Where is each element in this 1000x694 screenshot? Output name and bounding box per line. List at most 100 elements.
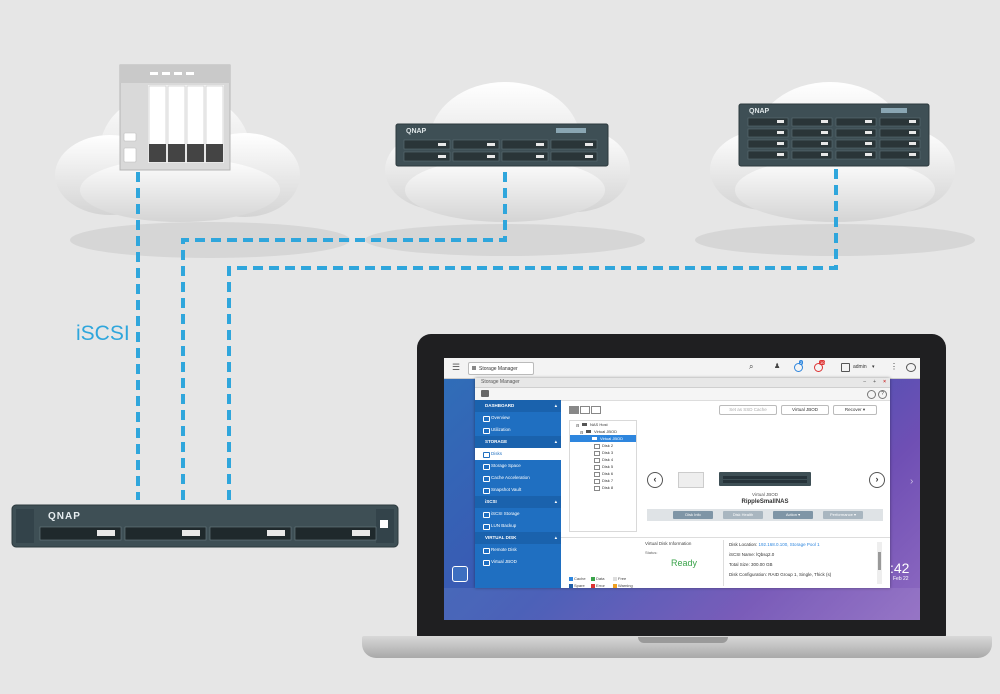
avatar-icon[interactable] [841,363,850,372]
notification-icon[interactable] [814,363,823,372]
lun-backup-icon [483,524,490,530]
iscsi-label: iSCSI [76,322,130,345]
disk-location-link[interactable]: 192.168.0.100, Storage Pool 1 [758,542,820,547]
tree-jbod[interactable]: ⊟Virtual JBOD [580,429,618,435]
tab-storage-manager[interactable]: Storage Manager [468,362,534,375]
help-icon[interactable]: ? [878,390,887,399]
sidebar-item-virtual-jbod[interactable]: Virtual JBOD [475,556,561,568]
tree-disk[interactable]: Disk 8 [570,484,636,491]
laptop-notch [638,637,728,643]
sidebar-section-iscsi[interactable]: iSCSI▴ [475,496,561,508]
tree-root[interactable]: ⊟NAS Host [576,422,608,428]
notification-count-badge: 10 [819,360,826,365]
window-toolbar: ? [475,388,890,401]
tower-nas [119,64,231,171]
tree-selected-jbod[interactable]: Virtual JBOD [570,435,636,442]
chevron-down-icon: ▾ [854,512,857,517]
desktop-date: Feb 22 [893,576,909,582]
sidebar-item-lun-backup[interactable]: LUN Backup [475,520,561,532]
recover-button[interactable]: Recover ▾ [833,405,877,415]
chevron-up-icon: ▴ [554,439,557,444]
action-dropdown-button[interactable]: Action ▾ [773,511,813,519]
action-bar: Disk Info Disk Health Action ▾ Performan… [647,509,883,521]
next-device-button[interactable]: › [869,472,885,488]
tree-disk[interactable]: Disk 3 [570,449,636,456]
view-grid-icon[interactable] [569,406,579,414]
menu-icon[interactable]: ☰ [452,362,461,372]
search-icon[interactable]: ⌕ [749,362,754,371]
disk-checkbox[interactable] [594,471,600,477]
window-titlebar: Storage Manager – + × [475,378,890,388]
disk-health-button[interactable]: Disk Health [723,511,763,519]
tree-disk[interactable]: Disk 6 [570,470,636,477]
sidebar-item-snapshot-vault[interactable]: Snapshot Vault [475,484,561,496]
task-icon[interactable] [794,363,803,372]
disk-icon [592,437,597,440]
disk-checkbox[interactable] [594,443,600,449]
status-value: Ready [671,558,698,568]
sidebar-item-disks[interactable]: Disks [475,448,561,460]
svg-text:QNAP: QNAP [749,108,770,115]
user-group-icon[interactable]: ♟ [774,363,781,370]
minimize-icon[interactable]: – [863,379,866,385]
sidebar-section-virtual-disk[interactable]: VIRTUAL DISK▴ [475,532,561,544]
view-list-icon[interactable] [591,406,601,414]
storage-manager-window: Storage Manager – + × ? DASHBOARD▴ Overv… [475,378,890,588]
info-scrollbar[interactable] [877,542,882,584]
disk-info-button[interactable]: Disk Info [673,511,713,519]
set-as-ssd-cache-button[interactable]: Set as SSD Cache [719,405,777,415]
disk-checkbox[interactable] [594,457,600,463]
sidebar-item-overview[interactable]: Overview [475,412,561,424]
legend-spare: Spare [569,583,585,588]
disk-checkbox[interactable] [594,478,600,484]
total-size-row: Total Size: 300.00 GB [729,562,773,567]
window-title: Storage Manager [481,379,520,385]
tree-disk[interactable]: Disk 7 [570,477,636,484]
sidebar-item-remote-disk[interactable]: Remote Disk [475,544,561,556]
sidebar-item-utilization[interactable]: Utilization [475,424,561,436]
chevron-down-icon[interactable]: ▾ [872,364,875,370]
disk-checkbox[interactable] [594,485,600,491]
maximize-icon[interactable]: + [873,379,876,385]
device-type: Virtual JBOD [752,492,778,497]
desktop-clock: :42 [890,560,910,576]
storage-space-icon [483,464,490,470]
rack-device-image [719,472,811,486]
sidebar-section-dashboard[interactable]: DASHBOARD▴ [475,400,561,412]
snapshot-icon [483,488,490,494]
storage-manager-desktop-icon[interactable] [452,566,468,582]
sidebar-section-storage[interactable]: STORAGE▴ [475,436,561,448]
desktop-next-arrow[interactable]: › [910,476,914,487]
disk-checkbox[interactable] [594,464,600,470]
tree-disk[interactable]: Disk 2 [570,442,636,449]
sidebar-item-storage-space[interactable]: Storage Space [475,460,561,472]
device-name: RippleSmallNAS [741,499,789,505]
tab-label: Storage Manager [479,365,518,372]
sidebar-item-iscsi-storage[interactable]: iSCSI Storage [475,508,561,520]
remote-disk-icon [483,548,490,554]
info-divider [723,540,724,586]
previous-device-button[interactable]: ‹ [647,472,663,488]
legend-error: Error [591,583,605,588]
close-icon[interactable]: × [883,379,886,385]
view-tiles-icon[interactable] [580,406,590,414]
settings-icon[interactable] [867,390,876,399]
iscsi-links [136,166,838,500]
device-thumbnail [678,472,704,488]
task-count-badge: 2 [799,360,804,365]
performance-dropdown-button[interactable]: Performance ▾ [823,511,863,519]
legend-warning: Warning [613,583,633,588]
chevron-up-icon: ▴ [554,403,557,408]
tree-disk[interactable]: Disk 5 [570,463,636,470]
sidebar-item-cache-acceleration[interactable]: Cache Acceleration [475,472,561,484]
virtual-jbod-button[interactable]: Virtual JBOD [781,405,829,415]
link-right [227,166,838,500]
tree-disk[interactable]: Disk 4 [570,456,636,463]
user-name[interactable]: admin [853,364,867,370]
more-options-icon[interactable]: ⋮ [890,362,898,371]
dashboard-gauge-icon[interactable] [906,363,916,372]
legend-data: Data [591,576,604,581]
sidebar: DASHBOARD▴ Overview Utilization STORAGE▴… [475,400,561,588]
disk-checkbox[interactable] [594,450,600,456]
